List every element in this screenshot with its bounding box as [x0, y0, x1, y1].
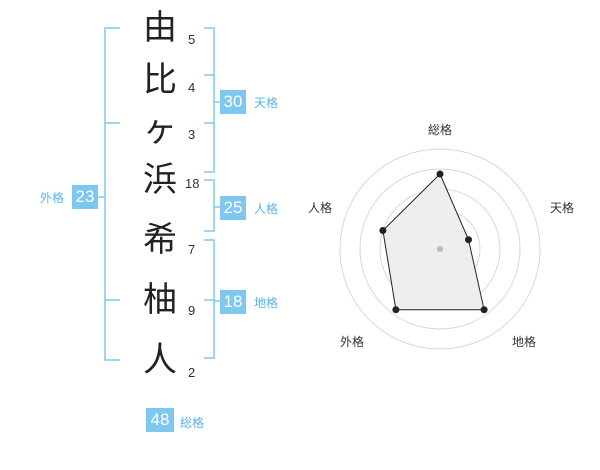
radar-label-tenkaku: 天格 — [550, 200, 574, 215]
chikaku-badge: 18 — [220, 290, 246, 314]
chikaku-label: 地格 — [254, 296, 279, 310]
name-char-6: 柚 — [143, 280, 177, 320]
jinkaku-label: 人格 — [254, 202, 279, 216]
radar-center-dot — [437, 246, 443, 252]
radar-point — [392, 306, 400, 314]
stroke-count-4: 18 — [185, 176, 200, 191]
name-char-5: 希 — [143, 220, 177, 260]
soukaku-badge: 48 — [146, 408, 174, 432]
radar-point — [465, 236, 472, 244]
chikaku-bracket — [204, 239, 215, 359]
radar-point — [480, 306, 488, 314]
stroke-count-5: 7 — [188, 242, 196, 257]
radar-point — [436, 170, 444, 178]
radar-ring — [339, 148, 541, 350]
jinkaku-bracket — [204, 179, 215, 232]
stroke-count-3: 3 — [188, 127, 196, 142]
name-char-7: 人 — [143, 340, 177, 380]
name-char-1: 由 — [143, 8, 177, 48]
radar-points — [379, 170, 488, 314]
radar-polygon — [382, 173, 485, 311]
name-char-2: 比 — [143, 60, 177, 100]
radar-label-gaikaku: 外格 — [340, 334, 364, 349]
gaikaku-label: 外格 — [40, 191, 65, 205]
stroke-count-6: 9 — [188, 303, 196, 318]
name-char-3: ヶ — [143, 110, 177, 150]
stroke-count-1: 5 — [188, 32, 196, 47]
soukaku-label: 総格 — [180, 416, 205, 430]
name-char-4: 浜 — [143, 160, 177, 200]
radar-label-chikaku: 地格 — [512, 334, 536, 349]
tenkaku-bracket — [204, 27, 215, 173]
radar-ring — [359, 168, 521, 330]
tenkaku-label: 天格 — [254, 96, 279, 110]
jinkaku-badge: 25 — [220, 196, 246, 220]
radar-point — [379, 227, 387, 234]
stroke-count-2: 4 — [188, 80, 196, 95]
radar-label-jinkaku: 人格 — [308, 200, 332, 215]
gaikaku-bracket — [104, 27, 120, 361]
stroke-count-7: 2 — [188, 365, 196, 380]
tenkaku-badge: 30 — [220, 90, 246, 114]
radar-label-soukaku: 総格 — [428, 122, 452, 137]
gaikaku-badge: 23 — [72, 185, 98, 209]
